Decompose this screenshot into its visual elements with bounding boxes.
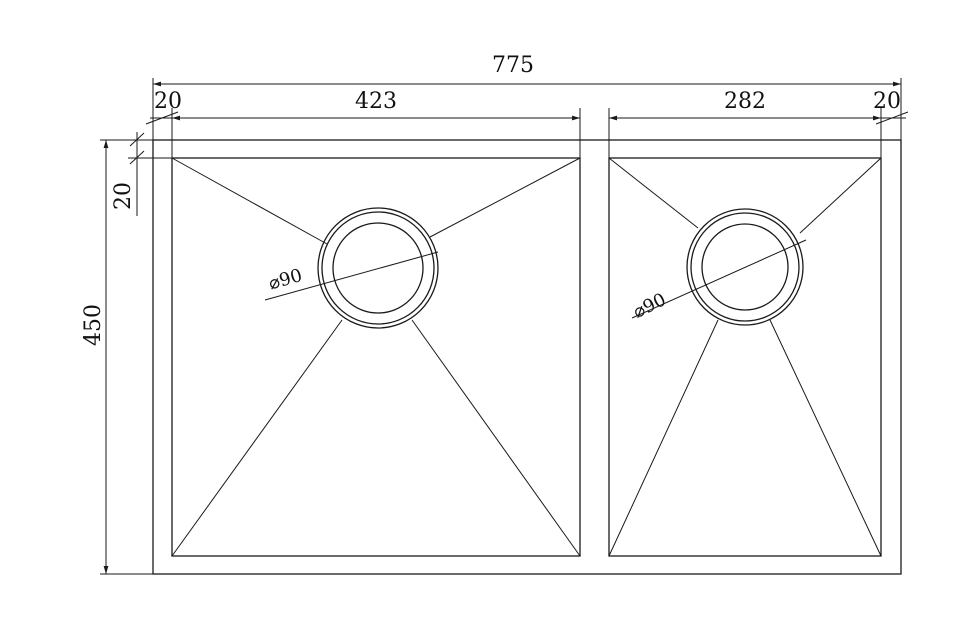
bowl-width-dimensions: 20 423 282 20 [145, 89, 909, 158]
sink-outer-outline [152, 139, 902, 575]
top-flange-label: 20 [111, 182, 136, 210]
right-bowl-slope-line [608, 319, 719, 557]
left-drain-diameter-label: ⌀90 [266, 265, 304, 294]
left-bowl [171, 157, 581, 557]
right-bowl-slope-line [769, 319, 882, 557]
right-drain-outer-ring [690, 212, 800, 322]
right-bowl [608, 157, 882, 557]
tick-mark [129, 150, 145, 165]
right-bowl-width-label: 282 [724, 89, 766, 114]
left-bowl-slope-line [429, 157, 581, 238]
left-flange-label: 20 [154, 89, 182, 114]
overall-width-label: 775 [492, 53, 534, 78]
left-bowl-outline [171, 157, 581, 557]
overall-depth-label: 450 [81, 304, 106, 346]
left-drain-diameter-leader [264, 251, 439, 301]
overall-depth-dimension: 450 [81, 139, 153, 575]
left-bowl-slope-line [171, 319, 343, 557]
right-drain-diameter-leader [631, 239, 807, 319]
left-bowl-slope-line [411, 319, 581, 557]
left-drain-outer-ring [317, 207, 439, 329]
right-bowl-outline [608, 157, 882, 557]
left-bowl-slope-line [171, 157, 328, 245]
right-drain-inner-ring [701, 223, 789, 311]
tick-mark [129, 132, 145, 147]
right-bowl-slope-line [608, 157, 699, 229]
left-drain-inner-ring [332, 222, 424, 314]
left-bowl-width-label: 423 [355, 89, 397, 114]
right-bowl-slope-line [799, 157, 882, 234]
right-drain-diameter-label: ⌀90 [630, 289, 670, 323]
overall-width-dimension: 775 [152, 53, 902, 140]
top-flange-dimension: 20 [111, 132, 172, 216]
left-drain-outer-ring [321, 211, 435, 325]
right-flange-label: 20 [873, 89, 901, 114]
right-drain-outer-ring [686, 208, 804, 326]
